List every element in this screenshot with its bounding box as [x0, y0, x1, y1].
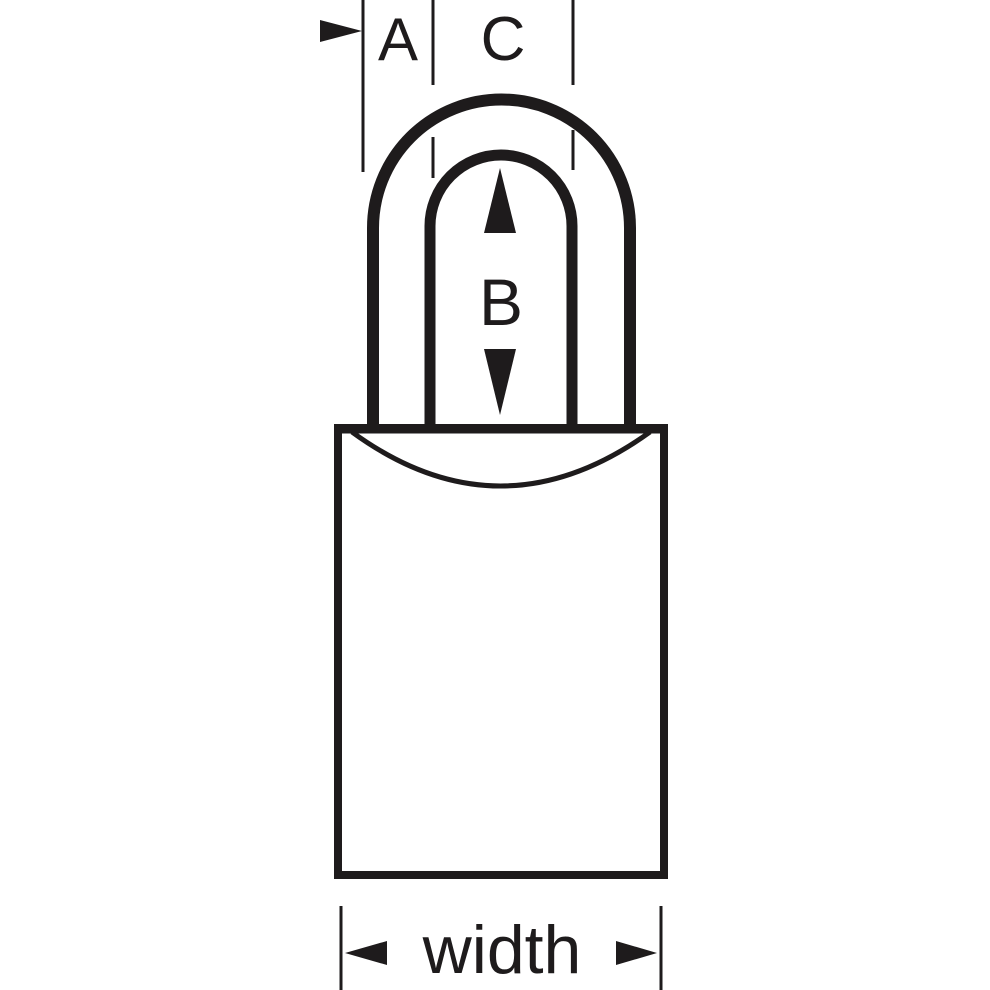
- arrow-right-width-icon: [616, 941, 657, 965]
- shackle-leg-right: [572, 424, 636, 432]
- shackle-leg-left: [366, 424, 430, 432]
- label-c: C: [481, 5, 526, 74]
- padlock-body: [334, 424, 668, 879]
- arrow-right-a-icon: [320, 20, 362, 42]
- body-arc: [350, 429, 652, 489]
- label-width: width: [422, 912, 582, 988]
- arrow-left-width-icon: [345, 941, 387, 965]
- dimension-lines-top: [361, 0, 575, 178]
- shackle-outer: [367, 93, 636, 430]
- arrow-up-b-icon: [484, 168, 516, 233]
- shackle-inner: [424, 149, 578, 430]
- label-a: A: [378, 6, 418, 73]
- arrow-down-b-icon: [484, 349, 516, 415]
- label-b: B: [479, 265, 523, 339]
- width-dimension: [339, 906, 663, 990]
